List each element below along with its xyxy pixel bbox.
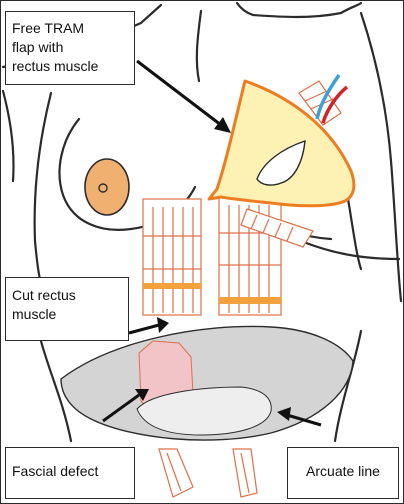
right-rectus-band: [219, 297, 281, 304]
fascial-label-text: Fascial defect: [12, 462, 128, 481]
fascial-defect-label: Fascial defect: [5, 447, 135, 499]
cut-label-line-1: Cut rectus: [12, 286, 122, 305]
left-arm-line: [3, 91, 14, 181]
cut-rectus-label: Cut rectus muscle: [5, 277, 129, 341]
left-torso-side: [35, 93, 51, 283]
chest-midline: [197, 11, 201, 81]
flap-label-line-1: Free TRAM: [12, 19, 128, 38]
arrow-flap: [137, 61, 221, 125]
arcuate-line-label: Arcuate line: [287, 447, 399, 499]
flap-label-line-3: rectus muscle: [12, 57, 128, 76]
neck-right-line: [237, 3, 361, 17]
arrow-cut-head: [157, 317, 169, 333]
arrow-cut: [129, 325, 159, 333]
arrow-flap-head: [214, 117, 231, 133]
left-rectus-band: [143, 283, 201, 289]
lower-rectus-remnants: [159, 449, 257, 497]
flap-label: Free TRAM flap with rectus muscle: [5, 11, 135, 85]
flap-label-line-2: flap with: [12, 38, 128, 57]
arcuate-label-text: Arcuate line: [294, 462, 392, 481]
nipple-areola: [85, 159, 129, 215]
left-rectus-muscle: [143, 199, 201, 315]
right-chest-contour: [301, 241, 399, 259]
cut-label-line-2: muscle: [12, 305, 122, 324]
